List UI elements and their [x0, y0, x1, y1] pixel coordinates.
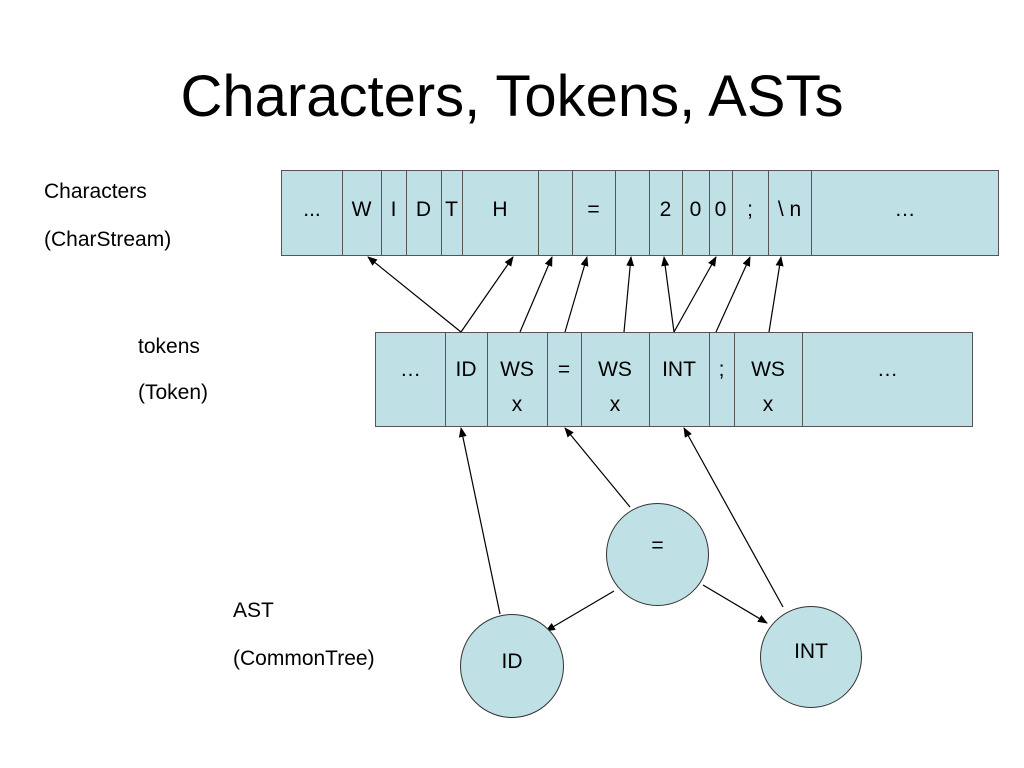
token-type: WS	[500, 358, 534, 381]
token-text: x	[609, 393, 621, 416]
commontree-label: (CommonTree)	[233, 647, 375, 670]
token-class-label: (Token)	[138, 381, 209, 404]
char-cell: W	[351, 198, 372, 221]
char-cell: 0	[714, 198, 727, 221]
token-type: …	[877, 358, 898, 381]
token-cell: WS x	[487, 333, 547, 426]
arrow-ast-eq-token	[564, 427, 631, 508]
characters-label: Characters	[44, 180, 147, 203]
cell-divider	[581, 333, 582, 426]
token-cell: ;	[709, 333, 734, 426]
cell-divider	[802, 333, 803, 426]
ast-root-label: =	[651, 534, 664, 557]
char-cell: ;	[747, 198, 753, 221]
ast-left-label: ID	[501, 650, 523, 673]
char-cell: H	[492, 198, 508, 221]
cell-divider	[734, 333, 735, 426]
token-text: x	[762, 393, 774, 416]
ast-label: AST	[233, 599, 274, 622]
char-cell: D	[415, 198, 432, 221]
arrow-ws2	[623, 256, 635, 333]
arrow-ast-int-token	[683, 427, 784, 608]
arrow-tree-right	[702, 584, 768, 624]
token-cell: …	[802, 333, 973, 426]
token-type: ;	[718, 358, 725, 381]
char-cell: 2	[659, 198, 672, 221]
charstream-label: (CharStream)	[44, 228, 172, 251]
cell-divider	[445, 333, 446, 426]
cell-divider	[709, 333, 710, 426]
token-type: WS	[598, 358, 632, 381]
cell-divider	[732, 171, 733, 255]
ast-right-node: INT	[760, 606, 862, 708]
cell-divider	[342, 171, 343, 255]
cell-divider	[811, 171, 812, 255]
slide-title: Characters, Tokens, ASTs	[180, 64, 844, 129]
cell-divider	[572, 171, 573, 255]
token-text: x	[511, 393, 523, 416]
arrow-equals	[564, 256, 589, 333]
cell-divider	[768, 171, 769, 255]
arrow-ast-id-token	[458, 427, 501, 615]
arrow-semicolon	[715, 256, 751, 333]
arrow-ws1	[519, 256, 553, 333]
char-cell: 0	[689, 198, 702, 221]
cell-divider	[649, 333, 650, 426]
cell-divider	[538, 171, 539, 255]
char-cell: I	[390, 198, 397, 221]
token-cell: WS x	[581, 333, 649, 426]
arrow-id-start	[367, 256, 462, 333]
cell-divider	[682, 171, 683, 255]
cell-divider	[709, 171, 710, 255]
token-cell: ID	[445, 333, 487, 426]
char-cell: =	[587, 198, 600, 221]
cell-divider	[649, 171, 650, 255]
token-type: …	[400, 358, 421, 381]
token-cell: =	[547, 333, 581, 426]
token-type: INT	[662, 358, 696, 381]
char-cell: \ n	[777, 198, 802, 221]
ast-left-node: ID	[460, 614, 564, 718]
cell-divider	[487, 333, 488, 426]
arrow-int-stop	[673, 256, 717, 333]
token-cell: INT	[649, 333, 709, 426]
cell-divider	[615, 171, 616, 255]
char-cell: …	[894, 198, 916, 221]
token-type: =	[557, 358, 571, 381]
tokens-label: tokens	[138, 335, 200, 358]
ast-root-node: =	[606, 503, 709, 606]
token-type: ID	[455, 358, 477, 381]
cell-divider	[547, 333, 548, 426]
char-cell: T	[445, 198, 458, 221]
token-cell: WS x	[734, 333, 802, 426]
arrow-tree-left	[545, 590, 615, 632]
char-cell: ...	[303, 198, 321, 221]
cell-divider	[462, 171, 463, 255]
token-cell: …	[376, 333, 445, 426]
token-stream: … ID WS x = WS x INT; WS x …	[375, 332, 973, 427]
arrow-id-stop	[460, 256, 514, 333]
ast-right-label: INT	[794, 640, 828, 663]
cell-divider	[441, 171, 442, 255]
token-type: WS	[751, 358, 785, 381]
arrow-ws3	[768, 256, 784, 333]
arrow-int-start	[661, 256, 675, 333]
cell-divider	[406, 171, 407, 255]
cell-divider	[381, 171, 382, 255]
